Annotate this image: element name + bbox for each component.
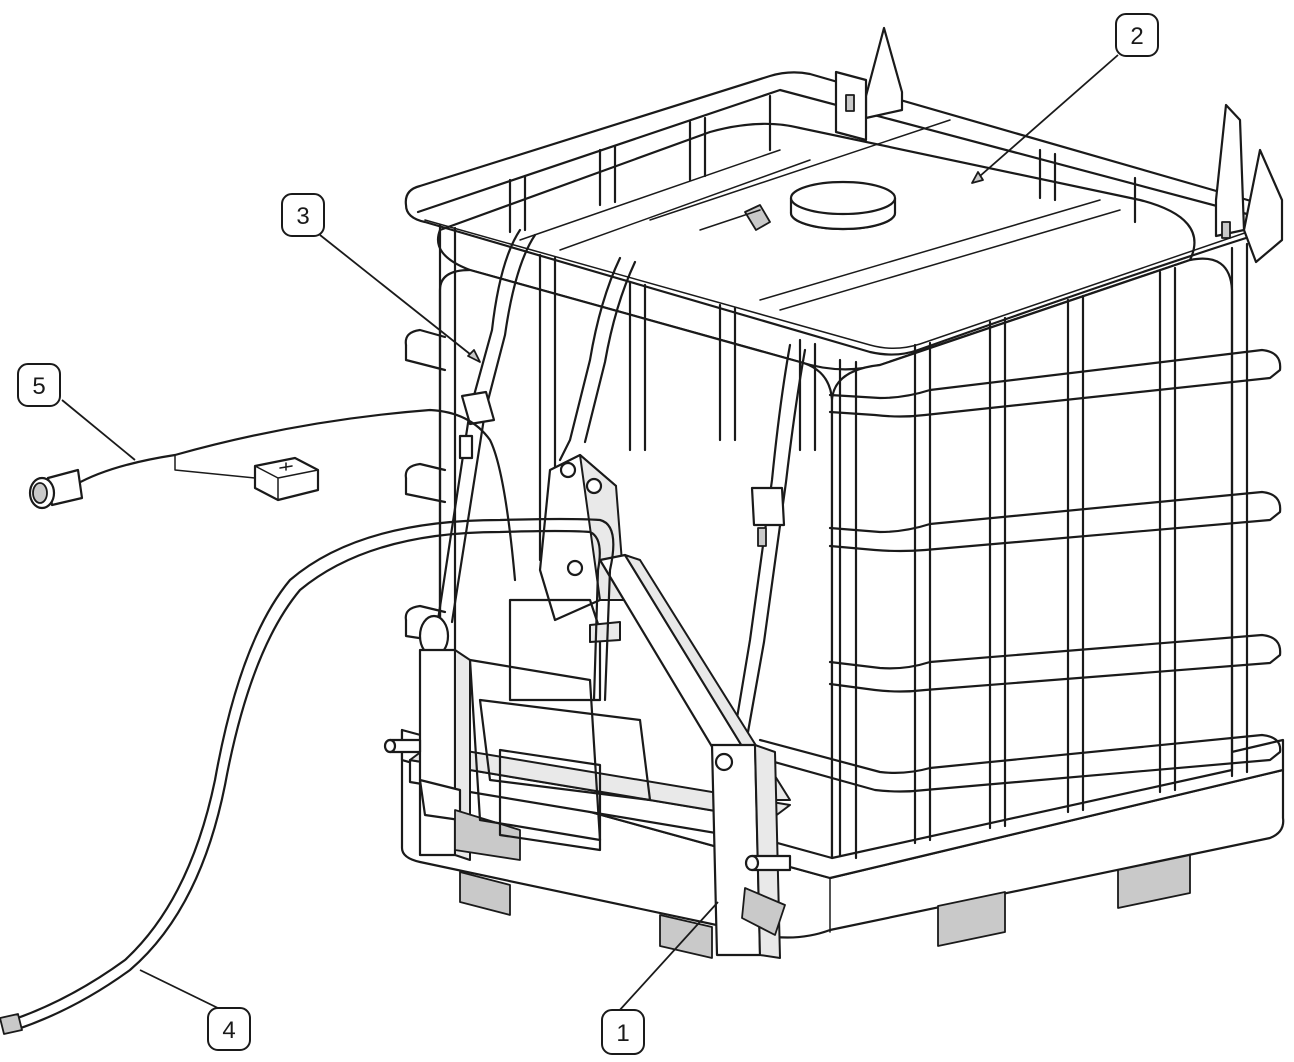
- leader-lines: [61, 54, 1119, 1013]
- callout-label-5: 5: [32, 373, 45, 400]
- callout-label-3: 3: [296, 203, 309, 230]
- callout-4: 4: [207, 1007, 251, 1051]
- callout-label-4: 4: [222, 1017, 235, 1044]
- callout-5: 5: [17, 363, 61, 407]
- leader-1: [617, 901, 719, 1013]
- leader-5: [61, 399, 136, 461]
- leader-2: [971, 54, 1119, 184]
- callout-label-1: 1: [616, 1020, 629, 1047]
- leader-4: [139, 969, 223, 1011]
- callout-3: 3: [281, 193, 325, 237]
- leader-3: [319, 234, 481, 363]
- cage-horizontal-rings: [404, 328, 1282, 793]
- callout-label-2: 2: [1130, 23, 1143, 50]
- lifting-lugs: [834, 26, 1284, 264]
- cage-top-rail: [404, 71, 1283, 356]
- spray-hose: [0, 517, 615, 1035]
- callout-2: 2: [1115, 13, 1159, 57]
- cage-vertical-bars: [438, 94, 1249, 860]
- callout-1: 1: [601, 1009, 645, 1055]
- electrical-cable: [28, 408, 517, 582]
- storage-rack: [468, 598, 652, 852]
